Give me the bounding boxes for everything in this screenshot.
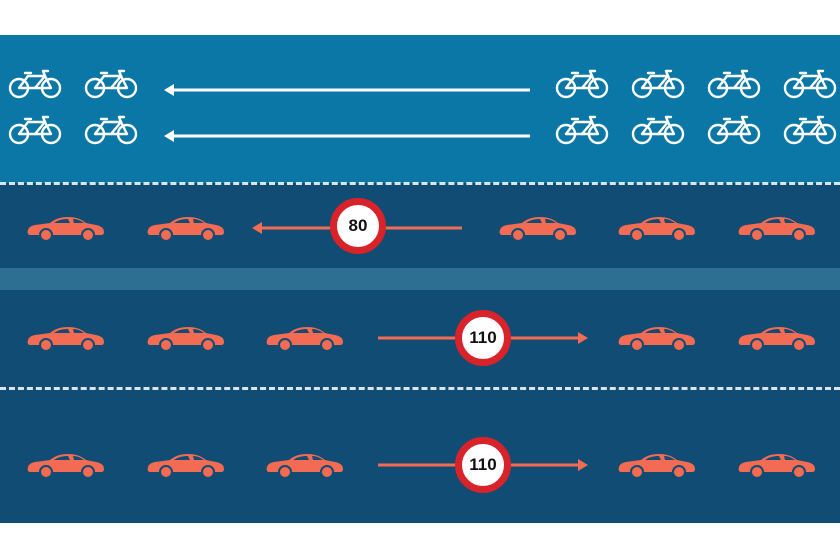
speed-limit-sign-80: 80 <box>330 198 386 254</box>
car-icon <box>617 213 697 248</box>
car-icon <box>26 450 106 485</box>
car-icon <box>265 323 345 358</box>
bicycle-icon <box>84 114 138 151</box>
car-lane-band-lower <box>0 290 840 523</box>
left-arrow-white <box>164 84 530 96</box>
car-icon <box>146 450 226 485</box>
speed-limit-sign-110: 110 <box>455 437 511 493</box>
bicycle-icon <box>555 68 609 105</box>
bicycle-icon <box>783 68 837 105</box>
speed-limit-sign-110: 110 <box>455 310 511 366</box>
median-strip <box>0 268 840 290</box>
car-icon <box>146 213 226 248</box>
car-icon <box>146 323 226 358</box>
bicycle-icon <box>631 68 685 105</box>
bicycle-icon <box>631 114 685 151</box>
car-icon <box>26 213 106 248</box>
car-icon <box>617 450 697 485</box>
car-icon <box>617 323 697 358</box>
bicycle-icon <box>783 114 837 151</box>
car-icon <box>498 213 578 248</box>
bike-lane-band <box>0 35 840 183</box>
bicycle-icon <box>8 68 62 105</box>
lane-divider-dashed <box>0 387 840 390</box>
car-lane-band-upper <box>0 183 840 268</box>
car-icon <box>737 450 817 485</box>
car-icon <box>737 213 817 248</box>
bicycle-icon <box>84 68 138 105</box>
bicycle-icon <box>707 68 761 105</box>
bicycle-icon <box>8 114 62 151</box>
car-icon <box>737 323 817 358</box>
lane-divider-dashed <box>0 182 840 185</box>
bicycle-icon <box>707 114 761 151</box>
car-icon <box>26 323 106 358</box>
left-arrow-white <box>164 130 530 142</box>
car-icon <box>265 450 345 485</box>
bicycle-icon <box>555 114 609 151</box>
